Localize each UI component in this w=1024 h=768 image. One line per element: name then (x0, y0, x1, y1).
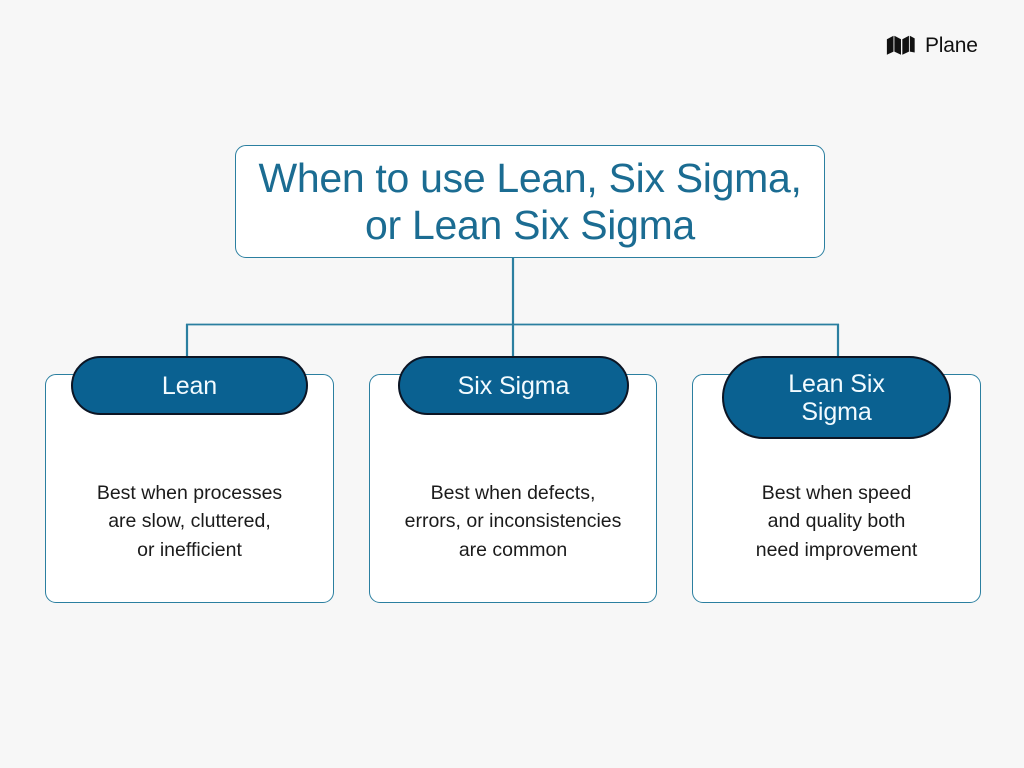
branch-pill-lean-six-sigma[interactable]: Lean Six Sigma (722, 356, 951, 439)
branch-body-lean: Best when processes are slow, cluttered,… (96, 482, 283, 561)
plane-logo-icon (886, 35, 915, 55)
branch-card-lean-six-sigma: Best when speed and quality both need im… (692, 374, 981, 603)
branch-body-six-sigma: Best when defects, errors, or inconsiste… (404, 482, 622, 561)
branch-pill-six-sigma[interactable]: Six Sigma (398, 356, 629, 415)
brand-logo: Plane (886, 34, 978, 56)
brand-name: Plane (925, 33, 978, 57)
diagram-title-box: When to use Lean, Six Sigma, or Lean Six… (235, 145, 825, 258)
diagram-title: When to use Lean, Six Sigma, or Lean Six… (258, 154, 802, 248)
branch-body-lean-six-sigma: Best when speed and quality both need im… (755, 482, 918, 561)
branch-pill-lean[interactable]: Lean (71, 356, 308, 415)
